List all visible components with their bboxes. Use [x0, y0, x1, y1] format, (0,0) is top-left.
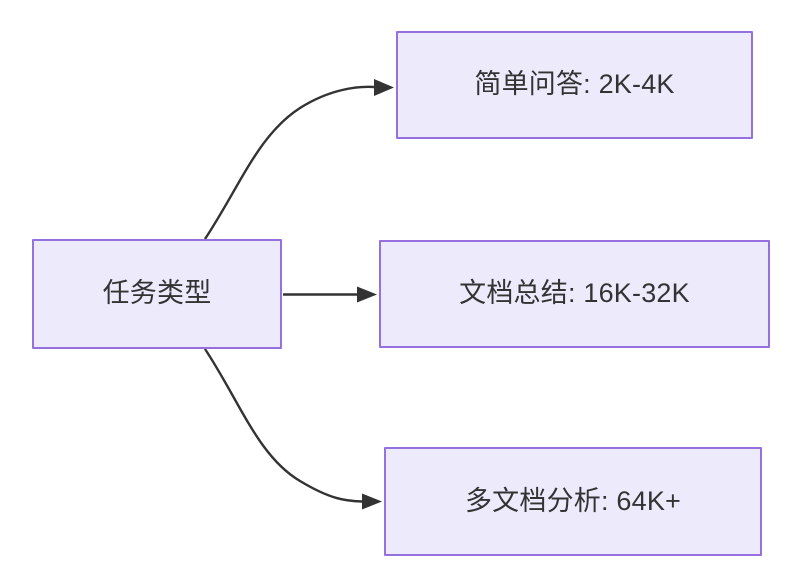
node-simple-qa[interactable]: 简单问答: 2K-4K — [396, 31, 753, 139]
edge-task-type-to-doc-summary — [283, 286, 377, 303]
node-simple-qa-label: 简单问答: 2K-4K — [474, 69, 675, 100]
node-multi-doc-analysis-label: 多文档分析: 64K+ — [464, 485, 681, 516]
node-task-type-label: 任务类型 — [102, 278, 212, 309]
arrow-head-lower — [362, 493, 382, 510]
edge-task-type-to-simple-qa — [203, 79, 394, 240]
node-multi-doc-analysis[interactable]: 多文档分析: 64K+ — [384, 447, 762, 556]
arrow-head-upper — [374, 79, 394, 96]
arrow-head-middle — [357, 286, 377, 303]
edge-path-upper — [203, 85, 375, 240]
edge-task-type-to-multi-doc-analysis — [203, 348, 382, 510]
node-task-type[interactable]: 任务类型 — [32, 239, 282, 349]
node-doc-summary[interactable]: 文档总结: 16K-32K — [379, 240, 770, 348]
edge-path-lower — [203, 348, 363, 503]
node-doc-summary-label: 文档总结: 16K-32K — [459, 278, 690, 309]
